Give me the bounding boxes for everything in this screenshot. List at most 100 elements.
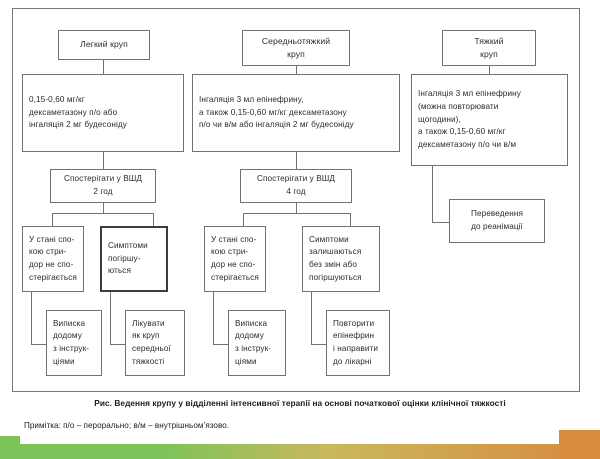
node-moderate-outcome-worsen-line-1: Симптоми bbox=[309, 234, 349, 244]
node-moderate-action-discharge-line-1: Виписка bbox=[235, 318, 268, 328]
node-mild-outcome-worsen-line-3: ються bbox=[108, 266, 132, 276]
node-moderate-observe: Спостерігати у ВШД 4 год bbox=[240, 169, 352, 203]
node-mild-outcome-stable-line-3: дор не спо- bbox=[29, 260, 74, 269]
node-severe-treatment-line-4: а також 0,15-0,60 мг/кг bbox=[418, 127, 506, 137]
connector-mild-stable-elbow bbox=[31, 344, 46, 346]
connector-mild-worsen-elbow bbox=[110, 344, 125, 346]
bottom-bar-green-segment bbox=[0, 444, 160, 459]
node-mild-treatment: 0,15-0,60 мг/кг дексаметазону п/о або ін… bbox=[22, 74, 184, 152]
node-mild-outcome-worsen-line-2: погіршу- bbox=[108, 253, 141, 263]
node-mild-outcome-stable: У стані спо- кою стри- дор не спо- стері… bbox=[22, 226, 84, 292]
connector-moderate-worsen-drop bbox=[311, 292, 313, 344]
node-moderate-action-repeat-line-2: епінефрин bbox=[333, 331, 375, 341]
node-mild-action-discharge-line-4: ціями bbox=[53, 356, 75, 366]
node-moderate-action-discharge-line-3: з інструк- bbox=[235, 344, 272, 353]
node-mild-treatment-line-2: дексаметазону п/о або bbox=[29, 107, 118, 117]
connector-moderate-worsen-elbow bbox=[311, 344, 326, 346]
node-mild-observe: Спостерігати у ВШД 2 год bbox=[50, 169, 156, 203]
node-mild-action-treat-as-moderate: Лікувати як круп середньої тяжкості bbox=[125, 310, 185, 376]
node-moderate-treatment-line-3: п/о чи в/м або інгаляція 2 мг будесоніду bbox=[199, 120, 354, 130]
node-mild-outcome-stable-line-2: кою стри- bbox=[29, 247, 67, 257]
node-mild-outcome-worsen: Симптоми погіршу- ються bbox=[100, 226, 168, 292]
node-mild-action-treat-line-2: як круп bbox=[132, 331, 160, 341]
node-mild-treatment-line-1: 0,15-0,60 мг/кг bbox=[29, 94, 85, 104]
connector-mild-to-worsen bbox=[153, 213, 155, 226]
connector-moderate-to-worsen bbox=[350, 213, 352, 226]
node-moderate-observe-line-1: Спостерігати у ВШД bbox=[256, 174, 336, 184]
node-moderate-observe-line-2: 4 год bbox=[286, 187, 306, 196]
node-severe-title: Тяжкий круп bbox=[442, 30, 536, 66]
node-severe-treatment-line-2: (можна повторювати bbox=[418, 101, 499, 111]
node-mild-observe-line-2: 2 год bbox=[93, 187, 113, 196]
node-moderate-outcome-stable: У стані спо- кою стри- дор не спо- стері… bbox=[204, 226, 266, 292]
node-moderate-outcome-worsen-line-4: погіршуються bbox=[309, 272, 362, 282]
node-mild-action-discharge-line-2: додому bbox=[53, 331, 82, 341]
node-moderate-title-line-2: круп bbox=[287, 49, 305, 59]
node-moderate-outcome-worsen: Симптоми залишаються без змін або погірш… bbox=[302, 226, 380, 292]
node-moderate-treatment: Інгаляція 3 мл епінефрину, а також 0,15-… bbox=[192, 74, 400, 152]
connector-mild-worsen-drop bbox=[110, 292, 112, 344]
node-mild-action-treat-line-1: Лікувати bbox=[132, 318, 165, 328]
node-moderate-action-repeat-line-3: і направити bbox=[333, 344, 379, 353]
node-severe-action-icu-line-2: до реанімації bbox=[471, 222, 523, 231]
node-severe-title-line-2: круп bbox=[480, 49, 498, 59]
node-severe-title-line-1: Тяжкий bbox=[474, 35, 504, 46]
connector-mild-title-to-treatment bbox=[103, 60, 105, 74]
node-severe-treatment: Інгаляція 3 мл епінефрину (можна повторю… bbox=[411, 74, 568, 166]
node-mild-treatment-line-3: інгаляція 2 мг будесоніду bbox=[29, 120, 127, 130]
connector-moderate-stable-drop bbox=[213, 292, 215, 344]
node-mild-outcome-worsen-line-1: Симптоми bbox=[108, 240, 148, 250]
node-moderate-outcome-worsen-line-2: залишаються bbox=[309, 247, 362, 257]
node-moderate-action-repeat-line-4: до лікарні bbox=[333, 356, 372, 366]
node-moderate-outcome-stable-line-4: стерігається bbox=[211, 272, 259, 282]
node-mild-action-discharge: Виписка додому з інструк- ціями bbox=[46, 310, 102, 376]
node-mild-action-discharge-line-3: з інструк- bbox=[53, 344, 90, 353]
bottom-bar bbox=[0, 444, 600, 459]
node-severe-treatment-line-3: щогодини), bbox=[418, 114, 461, 124]
node-moderate-action-discharge-line-4: ціями bbox=[235, 356, 257, 366]
node-severe-action-icu: Переведення до реанімації bbox=[449, 199, 545, 243]
node-mild-outcome-stable-line-1: У стані спо- bbox=[29, 234, 75, 244]
node-moderate-treatment-line-1: Інгаляція 3 мл епінефрину, bbox=[199, 94, 304, 104]
node-mild-action-treat-line-3: середньої bbox=[132, 344, 171, 353]
node-moderate-outcome-stable-line-3: дор не спо- bbox=[211, 260, 256, 269]
connector-mild-stable-drop bbox=[31, 292, 33, 344]
node-mild-action-treat-line-4: тяжкості bbox=[132, 356, 165, 366]
connector-moderate-stable-elbow bbox=[213, 344, 228, 346]
connector-moderate-observe-bus bbox=[243, 213, 351, 215]
figure-caption: Рис. Ведення крупу у відділенні інтенсив… bbox=[94, 398, 506, 408]
node-mild-outcome-stable-line-4: стерігається bbox=[29, 272, 77, 282]
connector-mild-treatment-to-observe bbox=[103, 152, 105, 169]
connector-mild-observe-stem bbox=[103, 203, 105, 213]
node-severe-action-icu-line-1: Переведення bbox=[470, 209, 524, 219]
node-moderate-treatment-line-2: а також 0,15-0,60 мг/кг дексаметазону bbox=[199, 107, 347, 117]
node-moderate-outcome-stable-line-2: кою стри- bbox=[211, 247, 249, 257]
node-moderate-action-discharge: Виписка додому з інструк- ціями bbox=[228, 310, 286, 376]
connector-moderate-treatment-to-observe bbox=[296, 152, 298, 169]
connector-severe-treatment-drop bbox=[432, 166, 434, 222]
connector-moderate-to-stable bbox=[243, 213, 245, 226]
connector-moderate-observe-stem bbox=[296, 203, 298, 213]
node-severe-treatment-line-5: дексаметазону п/о чи в/м bbox=[418, 140, 517, 150]
node-mild-action-discharge-line-1: Виписка bbox=[53, 318, 86, 328]
node-moderate-outcome-stable-line-1: У стані спо- bbox=[211, 234, 257, 244]
node-mild-title-line-1: Легкий круп bbox=[80, 39, 128, 50]
connector-mild-to-stable bbox=[52, 213, 54, 226]
node-moderate-outcome-worsen-line-3: без змін або bbox=[309, 260, 357, 269]
node-moderate-title-line-1: Середньотяжкий bbox=[261, 35, 331, 46]
bottom-bar-green-tab bbox=[0, 436, 20, 459]
figure-note: Примітка: п/о – перорально; в/м – внутрі… bbox=[24, 421, 230, 430]
connector-severe-title-to-treatment bbox=[489, 66, 491, 74]
node-severe-treatment-line-1: Інгаляція 3 мл епінефрину bbox=[418, 89, 521, 99]
node-moderate-action-repeat-line-1: Повторити bbox=[333, 318, 375, 328]
connector-moderate-title-to-treatment bbox=[296, 66, 298, 74]
connector-mild-observe-bus bbox=[52, 213, 154, 215]
node-moderate-action-discharge-line-2: додому bbox=[235, 331, 264, 341]
node-moderate-title: Середньотяжкий круп bbox=[242, 30, 350, 66]
bottom-bar-orange-tab bbox=[559, 430, 600, 459]
node-moderate-action-repeat-epinephrine: Повторити епінефрин і направити до лікар… bbox=[326, 310, 390, 376]
bottom-bar-gradient-segment bbox=[160, 444, 600, 459]
node-mild-observe-line-1: Спостерігати у ВШД bbox=[63, 174, 143, 184]
connector-severe-treatment-elbow bbox=[432, 222, 449, 224]
